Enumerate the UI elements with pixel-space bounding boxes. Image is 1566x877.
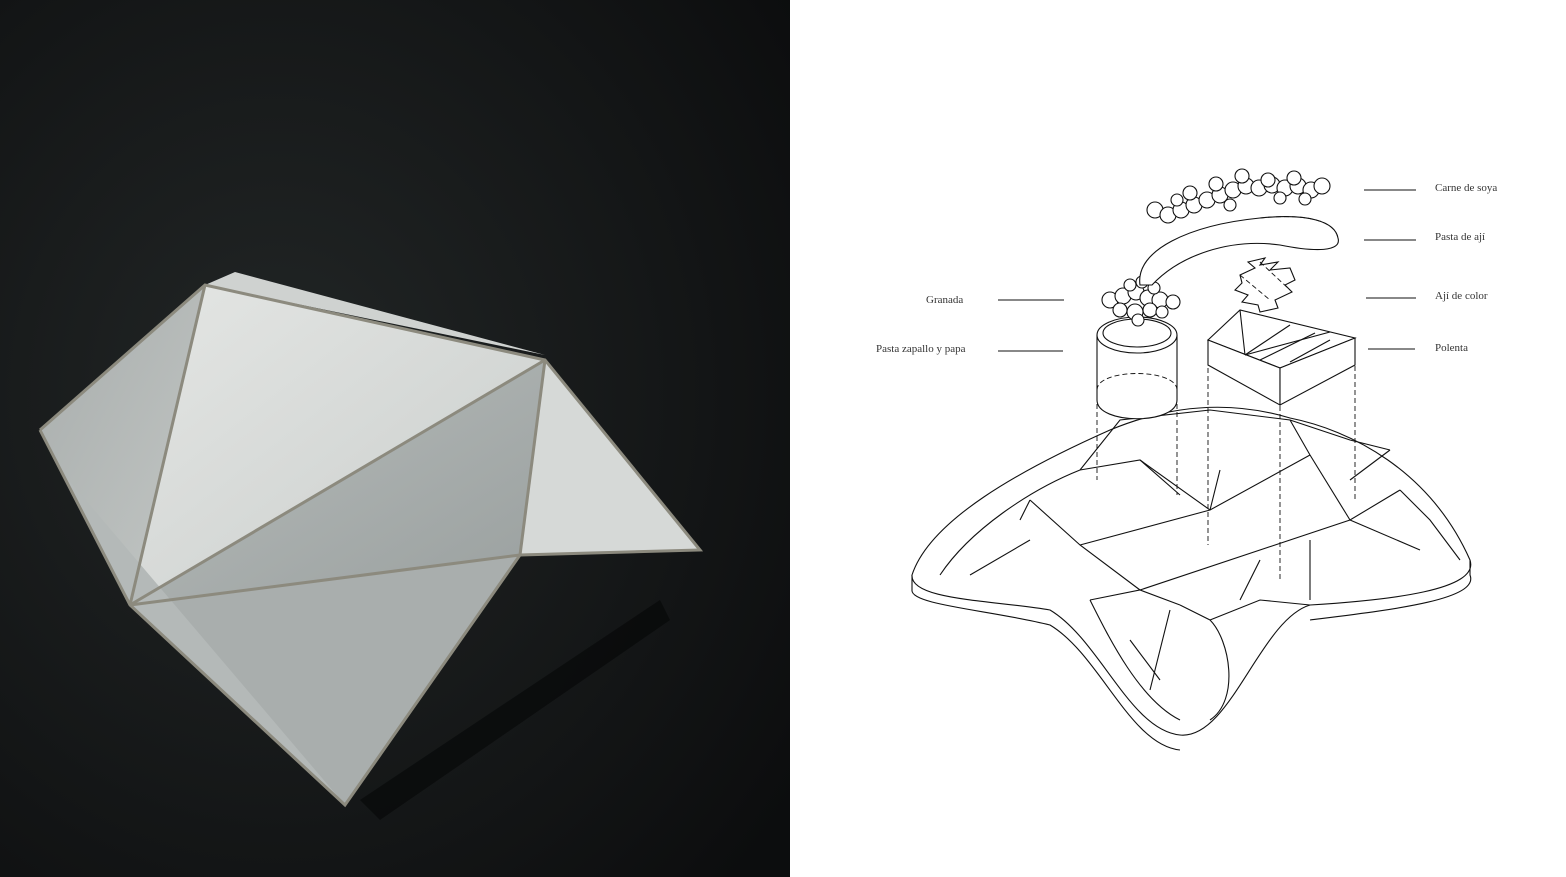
folded-paper-model-photo — [0, 0, 790, 877]
pasta-aji-ribbon — [1140, 217, 1339, 285]
leader-lines — [998, 190, 1416, 351]
exploded-axonometric-diagram: Carne de soya Pasta de ají Ají de color … — [790, 0, 1566, 877]
label-carne-de-soya: Carne de soya — [1435, 182, 1497, 194]
label-pasta-de-aji: Pasta de ají — [1435, 231, 1485, 243]
base-plate — [912, 407, 1471, 750]
label-granada: Granada — [926, 294, 963, 306]
cylinder-pasta-zapallo — [1097, 317, 1177, 419]
polenta-block — [1208, 310, 1355, 405]
label-polenta: Polenta — [1435, 342, 1468, 354]
aji-de-color-zigzag — [1235, 258, 1295, 312]
carne-soya-cluster — [1147, 169, 1330, 223]
label-aji-de-color: Ají de color — [1435, 290, 1488, 302]
label-pasta-zapallo-y-papa: Pasta zapallo y papa — [876, 343, 966, 355]
